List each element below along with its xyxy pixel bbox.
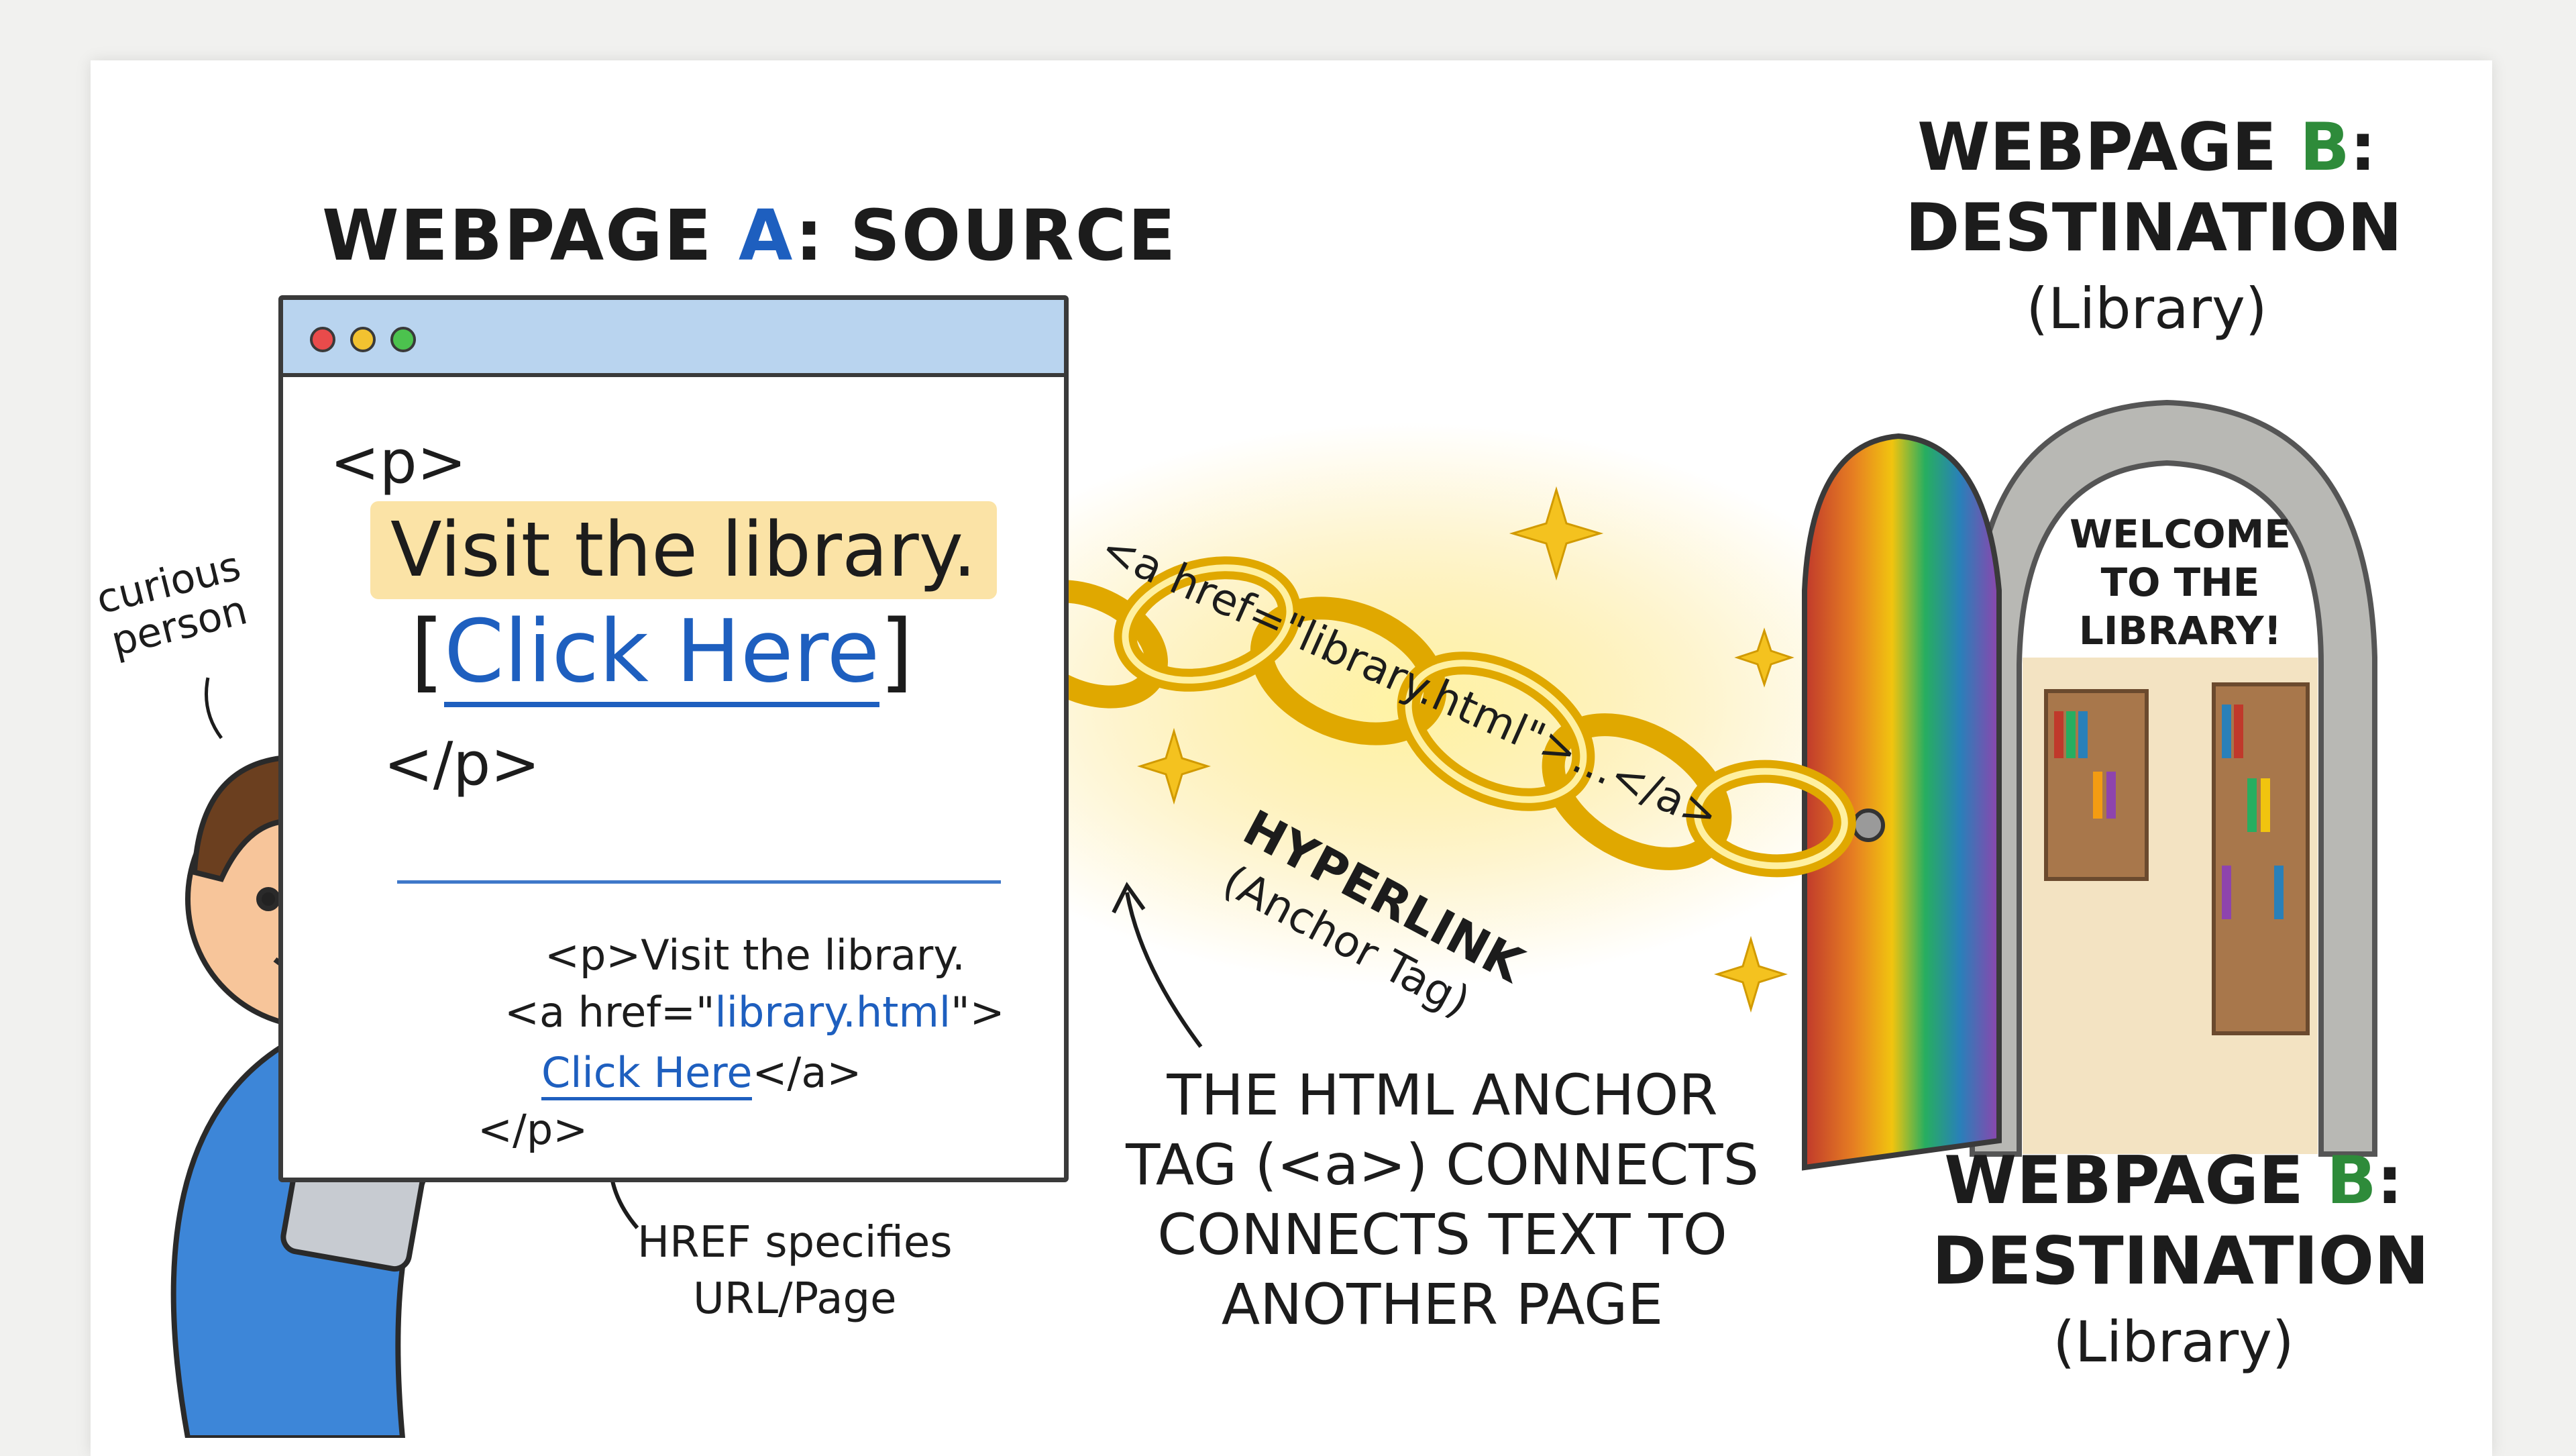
visit-text: Visit the library. — [370, 501, 997, 599]
browser-title-bar — [283, 300, 1064, 377]
caption-arrow — [1125, 892, 1203, 1048]
code-p-close: </p> — [384, 729, 540, 798]
curious-arrow — [205, 677, 223, 739]
golden-chain-highlight — [1122, 564, 1848, 870]
book-spines — [2054, 705, 2284, 919]
webpage-b-title-bottom: WEBPAGE B: DESTINATION (Library) — [1932, 1143, 2430, 1375]
browser-divider — [397, 880, 1001, 884]
browser-window: <p> Visit the library. [Click Here] </p>… — [278, 295, 1069, 1182]
main-caption: THE HTML ANCHOR TAG (<a>) CONNECTS CONNE… — [1126, 1062, 1759, 1337]
door-knob — [1851, 809, 1885, 842]
source-line-2: <a href="library.html"> — [504, 988, 1005, 1037]
maximize-dot-icon — [390, 327, 416, 352]
welcome-sign: WELCOME TO THE LIBRARY! — [2070, 511, 2291, 654]
source-line-3: Click Here</a> — [541, 1048, 861, 1100]
source-line-4: </p> — [478, 1105, 588, 1154]
webpage-b-title-top: WEBPAGE B: DESTINATION (Library) — [1905, 109, 2403, 342]
href-note: HREF specifies URL/Page — [637, 1218, 953, 1324]
minimize-dot-icon — [350, 327, 376, 352]
sparkles — [1137, 486, 1794, 1013]
source-line-1: <p>Visit the library. — [545, 931, 965, 980]
rainbow-door — [1802, 433, 2002, 1171]
click-here-link[interactable]: [Click Here] — [411, 602, 913, 707]
caption-arrowhead — [1112, 882, 1146, 914]
stone-arch — [1970, 399, 2377, 1157]
close-dot-icon — [310, 327, 335, 352]
code-p-open: <p> — [330, 427, 467, 497]
webpage-a-title: WEBPAGE A: SOURCE — [322, 195, 1177, 276]
